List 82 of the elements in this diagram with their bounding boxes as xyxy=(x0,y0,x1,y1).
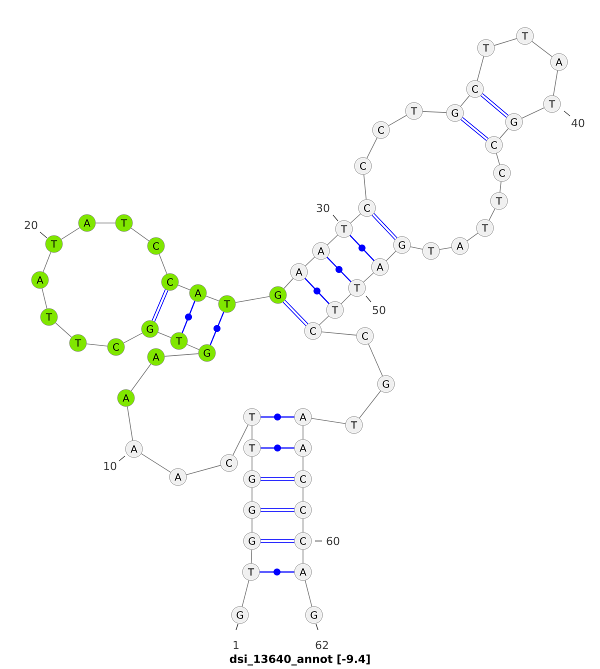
backbone-line xyxy=(476,56,484,81)
backbone-line xyxy=(250,549,252,564)
backbone-line xyxy=(386,250,396,262)
backbone-line xyxy=(302,518,304,533)
backbone-line xyxy=(326,234,338,246)
base-pair-line xyxy=(260,539,294,543)
backbone-line xyxy=(242,580,250,607)
backbone-line xyxy=(178,284,190,290)
backbone-line xyxy=(358,390,382,419)
base-pair-line xyxy=(182,300,196,334)
backbone-line xyxy=(340,294,352,304)
backbone-line xyxy=(42,252,52,272)
backbone-line xyxy=(368,344,383,376)
backbone-line xyxy=(158,332,172,338)
backbone-line xyxy=(500,181,502,193)
backbone-line xyxy=(521,107,545,119)
position-number: 40 xyxy=(564,110,584,128)
position-number: 30 xyxy=(316,204,338,222)
backbone-line xyxy=(488,208,496,221)
backbone-line xyxy=(318,316,330,326)
position-number: 50 xyxy=(366,296,386,314)
backbone-line xyxy=(302,456,304,471)
position-number: 60 xyxy=(314,536,340,546)
base-pair-line xyxy=(480,93,509,118)
base-pair-line xyxy=(210,312,224,346)
backbone-line xyxy=(186,344,200,350)
backbone-line xyxy=(158,254,168,274)
backbone-line xyxy=(235,296,270,303)
backbone-line xyxy=(439,247,452,250)
base-pair-line xyxy=(260,444,294,452)
backbone-line xyxy=(55,322,72,338)
base-pair-line xyxy=(460,117,488,141)
backbone-line xyxy=(302,425,304,440)
backbone-line xyxy=(311,418,346,424)
backbone-line xyxy=(186,464,222,476)
backbone-line xyxy=(366,137,378,159)
backbone-line xyxy=(499,128,509,139)
backbone-line xyxy=(466,232,478,242)
backbone-line xyxy=(95,222,116,224)
backbone-line xyxy=(302,549,304,564)
backbone-line xyxy=(410,246,423,250)
base-pair-line xyxy=(304,278,330,304)
backbone-line xyxy=(350,213,361,224)
backbone-line xyxy=(302,487,304,502)
backbone-line xyxy=(86,344,108,346)
backbone-line xyxy=(164,353,199,357)
backbone-line xyxy=(283,278,294,289)
backbone-line xyxy=(496,152,500,166)
backbone-line xyxy=(388,114,407,126)
base-pair-line xyxy=(260,508,294,512)
base-pair-line xyxy=(350,234,374,262)
backbone-line xyxy=(130,228,150,242)
backbone-line xyxy=(321,331,357,336)
backbone-line xyxy=(363,272,374,283)
backbone-line xyxy=(130,364,152,392)
backbone-line xyxy=(363,174,367,200)
caption: dsi_13640_annot [-9.4] xyxy=(230,654,370,666)
base-pair-line xyxy=(326,256,352,282)
backbone-line xyxy=(494,38,518,46)
base-pair-line xyxy=(260,477,294,481)
base-pair-line xyxy=(372,213,398,240)
backbone-line xyxy=(304,256,316,266)
base-pair-line xyxy=(282,300,308,326)
backbone-line xyxy=(232,424,249,456)
base-pair-line xyxy=(260,414,294,420)
backbone-line xyxy=(206,296,220,302)
position-number: 20 xyxy=(24,220,48,238)
backbone-line xyxy=(126,406,134,441)
base-pair-line xyxy=(260,568,294,576)
position-number: 62 xyxy=(316,624,328,650)
position-number: 10 xyxy=(104,456,126,470)
backbone-line xyxy=(532,40,552,58)
position-number: 1 xyxy=(234,624,238,650)
backbone-line xyxy=(123,332,143,344)
backbone-line xyxy=(42,288,48,309)
backbone-line xyxy=(140,453,172,473)
backbone-line xyxy=(460,95,470,107)
backbone-line xyxy=(553,70,558,96)
backbone-line xyxy=(304,580,312,607)
backbone-line xyxy=(422,111,447,113)
base-pair-line xyxy=(152,289,168,322)
backbone-line xyxy=(60,227,80,240)
